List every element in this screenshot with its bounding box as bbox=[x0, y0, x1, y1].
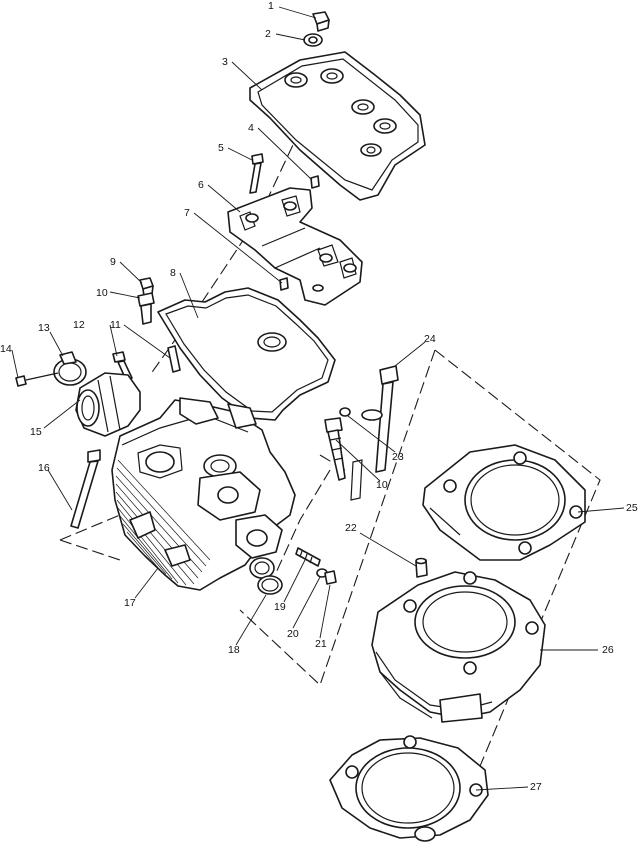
callout-10-right: 10 bbox=[376, 479, 388, 491]
part-base-gasket bbox=[329, 735, 489, 842]
part-cylinder-head bbox=[111, 397, 296, 591]
part-cap-screw bbox=[312, 11, 330, 32]
callout-25: 25 bbox=[626, 502, 638, 514]
callout-19: 19 bbox=[274, 601, 286, 613]
part-spring-stud bbox=[295, 547, 321, 567]
callout-7: 7 bbox=[184, 207, 190, 219]
part-stud-right bbox=[324, 407, 351, 481]
callout-1: 1 bbox=[268, 0, 274, 12]
callout-6: 6 bbox=[198, 179, 204, 191]
part-fitting-left bbox=[137, 292, 155, 325]
part-long-bolt bbox=[70, 449, 101, 529]
callout-15: 15 bbox=[30, 426, 42, 438]
callout-4: 4 bbox=[248, 122, 254, 134]
callout-22: 22 bbox=[345, 522, 357, 534]
part-valve-cover-gasket bbox=[157, 287, 336, 421]
part-o-ring bbox=[257, 575, 283, 595]
part-dowel-pin-lower bbox=[279, 277, 289, 291]
cooling-fins bbox=[115, 459, 211, 586]
callout-23: 23 bbox=[392, 451, 404, 463]
callout-18: 18 bbox=[228, 644, 240, 656]
callout-5: 5 bbox=[218, 142, 224, 154]
callout-17: 17 bbox=[124, 597, 136, 609]
callout-27: 27 bbox=[530, 781, 542, 793]
callout-21: 21 bbox=[315, 638, 327, 650]
part-camshaft-holder bbox=[227, 187, 363, 306]
callout-2: 2 bbox=[265, 28, 271, 40]
callout-numbers: 1 2 3 4 5 6 7 8 9 10 11 12 13 14 15 16 1… bbox=[0, 0, 638, 793]
callout-24: 24 bbox=[424, 333, 436, 345]
callout-20: 20 bbox=[287, 628, 299, 640]
part-valve-cover bbox=[249, 51, 426, 201]
callout-14: 14 bbox=[0, 343, 12, 355]
callout-13: 13 bbox=[38, 322, 50, 334]
part-hose-clamp bbox=[53, 351, 87, 386]
callout-11: 11 bbox=[110, 319, 121, 331]
callout-9: 9 bbox=[110, 256, 116, 268]
part-pin bbox=[167, 345, 181, 373]
callout-16: 16 bbox=[38, 462, 50, 474]
part-small-nut bbox=[324, 570, 337, 585]
part-bolt-upper bbox=[249, 153, 264, 194]
part-intake-boot bbox=[75, 372, 141, 437]
callout-leader-lines bbox=[11, 6, 625, 791]
part-dowel-pin-upper bbox=[310, 175, 320, 189]
callout-26: 26 bbox=[602, 644, 614, 656]
part-dowel-cylinder bbox=[415, 557, 428, 578]
callout-8: 8 bbox=[170, 267, 176, 279]
part-washer bbox=[303, 33, 323, 47]
callout-3: 3 bbox=[222, 56, 228, 68]
part-head-gasket bbox=[422, 444, 586, 561]
part-clamp-screw bbox=[15, 372, 59, 387]
callout-12: 12 bbox=[73, 319, 85, 331]
callout-10-left: 10 bbox=[96, 287, 108, 299]
part-cylinder bbox=[371, 571, 546, 723]
part-head-bolt bbox=[350, 365, 399, 501]
